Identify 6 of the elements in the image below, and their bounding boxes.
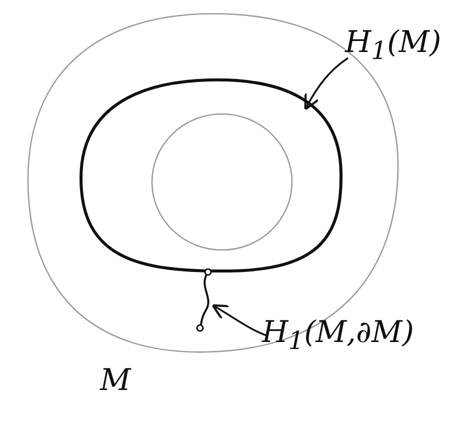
surface-label: M xyxy=(100,366,131,396)
arrow xyxy=(212,304,268,337)
homology-label: H$_{1}$(M,∂M) xyxy=(262,318,414,353)
arrow xyxy=(304,57,349,110)
closed-curve xyxy=(78,78,344,274)
homology-label: H$_{1}$(M) xyxy=(345,28,442,63)
